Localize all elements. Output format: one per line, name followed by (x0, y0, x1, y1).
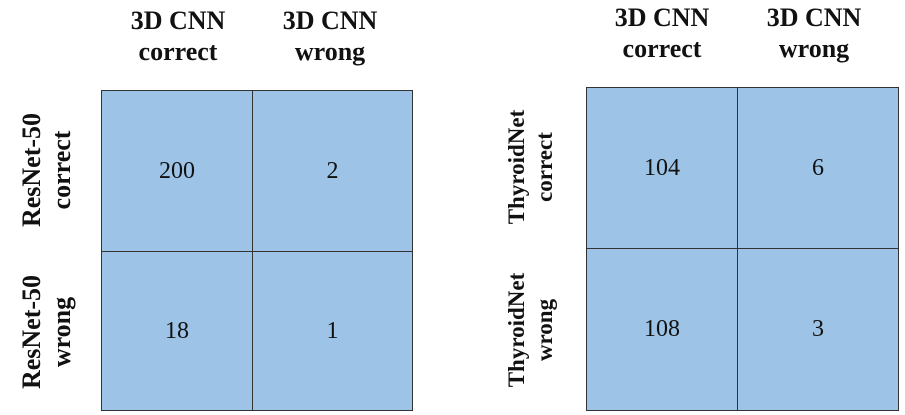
left-cell-1-0: 18 (101, 251, 253, 411)
row-header-line2: wrong (47, 296, 76, 368)
left-cell-0-1: 2 (252, 90, 413, 252)
right-col-header-wrong: 3D CNN wrong (749, 2, 879, 64)
right-cell-1-1: 3 (737, 248, 899, 411)
left-row-header-correct: ResNet-50 correct (17, 113, 77, 227)
left-row-header-wrong: ResNet-50 wrong (17, 275, 77, 389)
cell-value: 18 (165, 317, 189, 344)
row-header-line1: ThyroidNet (504, 272, 529, 388)
right-cell-0-1: 6 (737, 87, 899, 249)
col-header-line2: correct (622, 34, 702, 63)
cell-value: 2 (326, 157, 339, 184)
col-header-line2: wrong (294, 37, 366, 66)
row-header-line1: ResNet-50 (17, 274, 46, 390)
left-cell-1-1: 1 (252, 251, 413, 411)
col-header-line2: wrong (778, 34, 850, 63)
row-header-line2: wrong (532, 298, 557, 362)
col-header-line1: 3D CNN (282, 6, 378, 35)
right-cell-0-0: 104 (586, 87, 738, 249)
cell-value: 200 (159, 157, 195, 184)
row-header-line1: ThyroidNet (504, 109, 529, 225)
col-header-line1: 3D CNN (130, 6, 226, 35)
col-header-line2: correct (138, 37, 218, 66)
col-header-line1: 3D CNN (614, 3, 710, 32)
row-header-line2: correct (532, 132, 557, 202)
row-header-line2: correct (47, 130, 76, 210)
cell-value: 6 (812, 154, 824, 181)
left-cell-0-0: 200 (101, 90, 253, 252)
left-col-header-correct: 3D CNN correct (113, 5, 243, 67)
cell-value: 1 (326, 317, 339, 344)
right-row-header-wrong: ThyroidNet wrong (503, 273, 559, 388)
cell-value: 104 (644, 154, 680, 181)
col-header-line1: 3D CNN (766, 3, 862, 32)
row-header-line1: ResNet-50 (17, 112, 46, 228)
right-row-header-correct: ThyroidNet correct (503, 110, 559, 225)
right-cell-1-0: 108 (586, 248, 738, 411)
right-col-header-correct: 3D CNN correct (597, 2, 727, 64)
cell-value: 3 (812, 316, 824, 342)
cell-value: 108 (644, 316, 680, 342)
left-col-header-wrong: 3D CNN wrong (265, 5, 395, 67)
